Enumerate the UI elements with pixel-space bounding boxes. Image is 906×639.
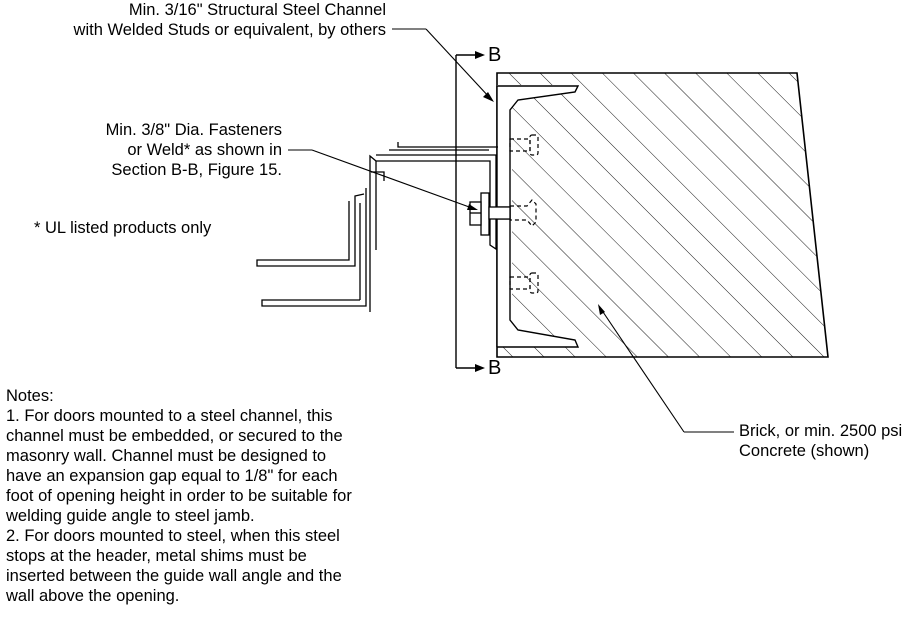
fastener-callout-line-1: Min. 3/8" Dia. Fasteners [105, 121, 282, 139]
channel-callout-line-1: Min. 3/16" Structural Steel Channel [128, 1, 386, 19]
notes-line: inserted between the guide wall angle an… [6, 567, 342, 585]
leader-lines [288, 28, 734, 433]
section-arrows [475, 51, 485, 372]
notes-line: stops at the header, metal shims must be [6, 547, 307, 565]
fastener-callout-line-2: or Weld* as shown in [127, 141, 282, 159]
channel-void [497, 85, 578, 347]
notes-line: channel must be embedded, or secured to … [6, 427, 343, 445]
leader-arrowheads [467, 92, 605, 315]
brick-callout-line-2: Concrete (shown) [739, 442, 870, 460]
channel-callout: Min. 3/16" Structural Steel Channel with… [74, 0, 386, 40]
notes-line: foot of opening height in order to be su… [6, 487, 352, 505]
section-label-bottom: B [488, 357, 502, 379]
notes-line: masonry wall. Channel must be designed t… [6, 447, 327, 465]
notes-line: wall above the opening. [6, 587, 180, 605]
notes-line: 1. For doors mounted to a steel channel,… [6, 407, 333, 425]
channel-callout-line-2: with Welded Studs or equivalent, by othe… [73, 21, 386, 39]
welded-studs [509, 134, 539, 294]
masonry-wall [496, 72, 829, 358]
notes-line: welding guide angle to steel jamb. [6, 507, 255, 525]
fastener-callout: Min. 3/8" Dia. Fasteners or Weld* as sho… [106, 120, 282, 180]
section-label-top: B [488, 44, 502, 66]
brick-callout: Brick, or min. 2500 psi Concrete (shown) [739, 421, 902, 461]
fastener-callout-line-3: Section B-B, Figure 15. [111, 161, 282, 179]
notes-line: have an expansion gap equal to 1/8" for … [6, 467, 338, 485]
fastener-bolt [469, 192, 511, 236]
section-cut-line [455, 54, 478, 369]
notes-block: Notes: 1. For doors mounted to a steel c… [6, 386, 352, 606]
guide-angles [256, 142, 498, 312]
brick-callout-line-1: Brick, or min. 2500 psi [739, 422, 903, 440]
ul-listed-note: * UL listed products only [34, 219, 212, 237]
notes-line: 2. For doors mounted to steel, when this… [6, 527, 340, 545]
notes-heading: Notes: [6, 387, 54, 405]
